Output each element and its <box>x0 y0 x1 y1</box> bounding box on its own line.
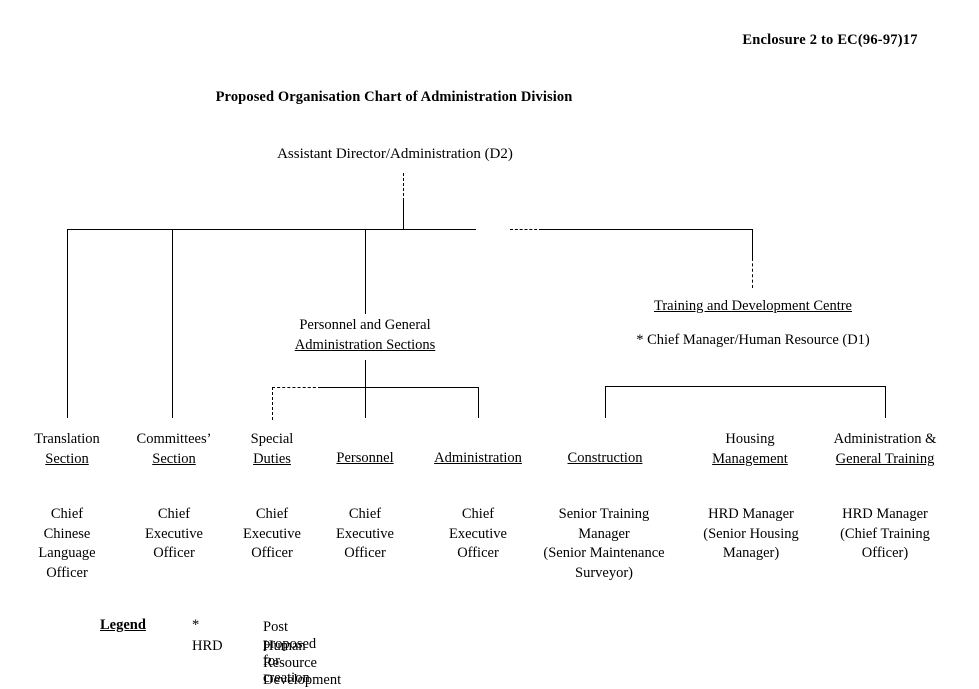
training-centre-stem-dashed <box>752 258 753 288</box>
legend-description-hrd: Human Resource Development <box>263 638 342 688</box>
training-centre-title: Training and Development Centre <box>654 298 852 314</box>
unit-label-line1: Special <box>250 431 294 447</box>
group-heading-personnel-general-administration: Personnel and General Administration Sec… <box>255 315 475 355</box>
unit-post-special-duties: Chief Executive Officer <box>243 506 301 562</box>
enclosure-reference: Enclosure 2 to EC(96-97)17 <box>742 32 918 48</box>
root-node-assistant-director: Assistant Director/Administration (D2) <box>277 146 513 162</box>
legend-symbol-hrd: HRD <box>192 638 223 654</box>
unit-label-line1: Committees’ <box>136 431 212 447</box>
unit-label-line2: Management <box>712 450 788 467</box>
unit-label-line2: Section <box>152 450 196 467</box>
unit-label-administration: Administration <box>413 449 543 469</box>
unit-label-line2: Duties <box>253 450 291 467</box>
main-bus-left <box>67 229 476 230</box>
unit-label-personnel: Personnel <box>305 449 425 469</box>
construction-column-stem <box>605 386 606 418</box>
unit-post-housing-management: HRD Manager (Senior Housing Manager) <box>703 506 799 562</box>
unit-label-line2: Administration <box>434 450 522 466</box>
committees-column-stem <box>172 229 173 418</box>
group-heading-line1: Personnel and General <box>299 317 431 333</box>
unit-label-line2: Construction <box>567 450 643 466</box>
unit-post-administration-general-training: HRD Manager (Chief Training Officer) <box>840 506 930 562</box>
unit-label-line2: General Training <box>835 450 935 467</box>
unit-label-line1: Housing <box>725 431 775 447</box>
unit-post-committees: Chief Executive Officer <box>145 506 203 562</box>
unit-label-line2: Personnel <box>336 450 394 466</box>
pga-group-stem-lower <box>365 360 366 418</box>
pga-sub-bus-dashed <box>272 387 321 388</box>
training-centre-post: * Chief Manager/Human Resource (D1) <box>636 332 870 348</box>
root-stem-dashed <box>403 173 404 201</box>
unit-label-housing-management: Housing Management <box>688 430 812 469</box>
general-training-column-stem <box>885 386 886 418</box>
pga-group-stem-upper <box>365 229 366 314</box>
special-duties-stem-dashed <box>272 387 273 420</box>
legend-title: Legend <box>100 617 146 633</box>
heading-spacer <box>588 316 918 330</box>
group-heading-training-development-centre: Training and Development Centre * Chief … <box>588 296 918 350</box>
page-title: Proposed Organisation Chart of Administr… <box>215 89 573 105</box>
unit-post-construction: Senior Training Manager (Senior Maintena… <box>543 506 665 582</box>
root-stem-solid <box>403 201 404 230</box>
translation-column-stem <box>67 229 68 418</box>
training-centre-stem-solid <box>752 229 753 258</box>
unit-label-construction: Construction <box>541 449 669 469</box>
unit-label-translation: Translation Section <box>5 430 129 469</box>
main-bus-right <box>540 229 753 230</box>
unit-label-administration-general-training: Administration & General Training <box>806 430 964 469</box>
unit-label-line1: Administration & <box>833 431 937 447</box>
unit-label-special-duties: Special Duties <box>212 430 332 469</box>
unit-label-line2: Section <box>45 450 89 467</box>
unit-post-translation: Chief Chinese Language Officer <box>38 506 96 582</box>
unit-label-line1: Translation <box>34 431 100 447</box>
pga-sub-bus <box>318 387 478 388</box>
unit-post-personnel: Chief Executive Officer <box>336 506 394 562</box>
legend-description-asterisk: Post proposed for creation <box>263 619 317 686</box>
unit-label-committees: Committees’ Section <box>112 430 236 469</box>
administration-column-stem <box>478 387 479 418</box>
legend-symbol-asterisk: * <box>192 617 200 633</box>
tdc-sub-bus <box>605 386 886 387</box>
right-bus-dashed-start <box>510 229 542 230</box>
unit-post-administration: Chief Executive Officer <box>449 506 507 562</box>
group-heading-line2: Administration Sections <box>294 337 436 353</box>
